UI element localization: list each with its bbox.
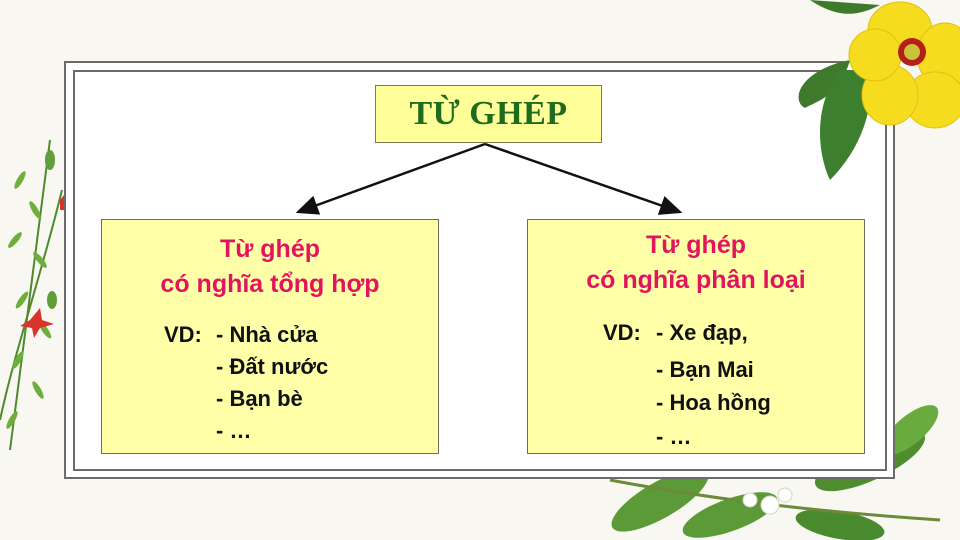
example-item: - … [656,424,692,449]
example-item: - … [216,418,252,443]
example-item: - Xe đạp, [656,320,748,345]
branch-title: Từ ghép có nghĩa tổng hợp [102,232,438,302]
left-plant-decoration [0,139,70,450]
branch-title-line1: Từ ghép [219,235,321,263]
branch-title-line2: có nghĩa tổng hợp [160,270,380,298]
example-item: - Bạn bè [216,386,303,411]
example-label: VD: [603,320,641,345]
example-item: - Hoa hồng [656,390,771,415]
example-item: - Đất nước [216,354,329,379]
branch-title-line2: có nghĩa phân loại [586,266,806,294]
example-item: - Nhà cửa [216,322,318,347]
root-concept-box: TỪ GHÉP [375,85,602,143]
branch-title-line1: Từ ghép [645,231,747,259]
branch-box-phan-loai: Từ ghép có nghĩa phân loại VD: - Xe đạp,… [527,219,865,454]
branch-title: Từ ghép có nghĩa phân loại [528,228,864,298]
example-item: - Bạn Mai [656,357,754,382]
root-title: TỪ GHÉP [409,95,568,132]
branch-box-tong-hop: Từ ghép có nghĩa tổng hợp VD: - Nhà cửa … [101,219,439,454]
example-label: VD: [164,322,202,347]
